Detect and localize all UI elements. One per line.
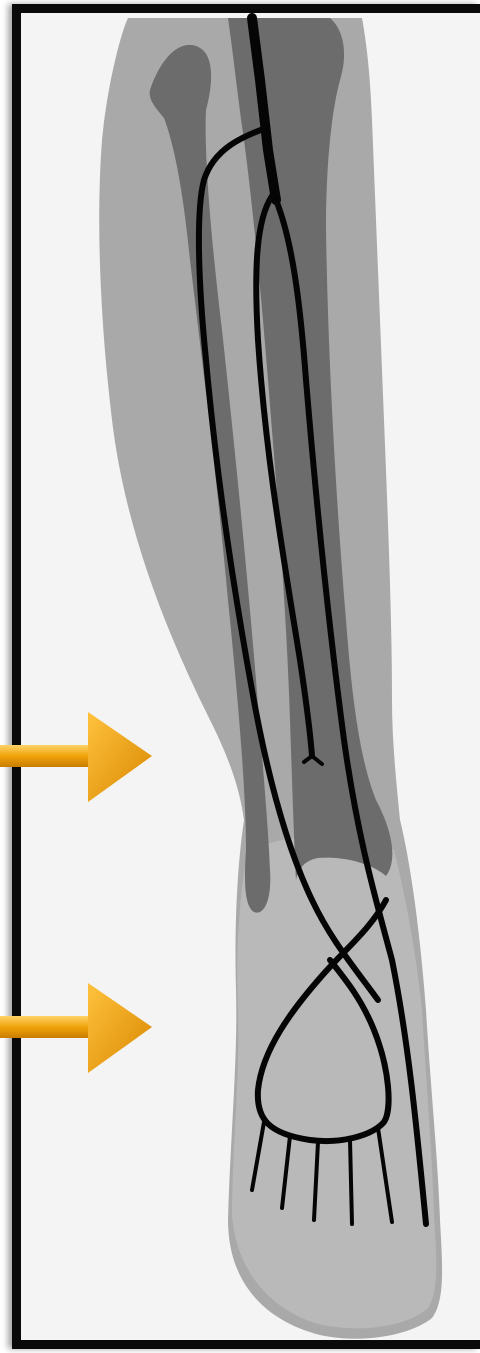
right-arrow-icon: [0, 745, 96, 767]
toe-nerve-4: [350, 1140, 352, 1224]
right-arrow-icon: [88, 983, 152, 1073]
right-arrow-icon: [88, 712, 152, 802]
right-arrow-icon: [0, 1016, 96, 1038]
arrow-lower: [0, 983, 152, 1073]
arrow-upper: [0, 712, 152, 802]
